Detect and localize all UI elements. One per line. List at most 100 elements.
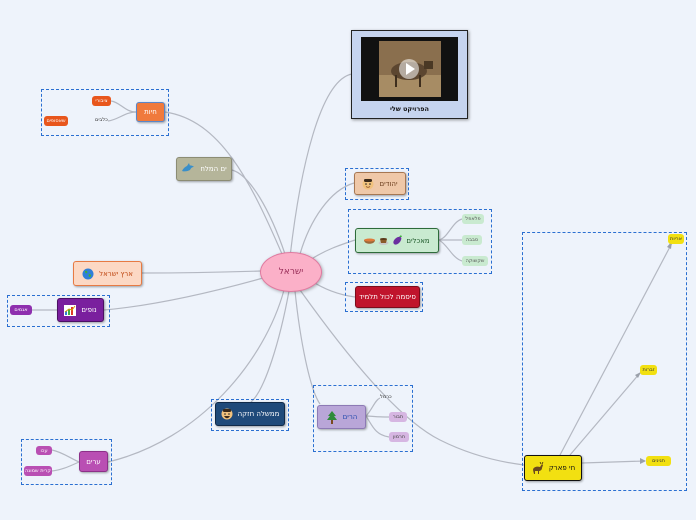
- park-child-1-label: אריות: [670, 236, 682, 242]
- mountains-child-2[interactable]: תבור: [389, 412, 407, 422]
- coffee-icon: [378, 238, 389, 245]
- government-label: ממשלה חזקה: [237, 410, 280, 418]
- link-central-land: [141, 270, 262, 274]
- arrowhead-park-3: [640, 458, 646, 464]
- park-child-2-label: זברות: [642, 367, 655, 373]
- group-animals: [41, 89, 169, 136]
- group-jews: [345, 168, 409, 200]
- mountains-child-1[interactable]: כרמל: [380, 394, 392, 400]
- park-child-3-label: תנינים: [652, 458, 665, 464]
- mountains-label: הרים: [342, 413, 358, 421]
- central-label: ישראל: [278, 267, 304, 277]
- land-node[interactable]: ארץ ישראל: [73, 261, 142, 286]
- link-central-government: [250, 290, 290, 403]
- park-node[interactable]: חי פארק: [524, 455, 582, 481]
- link-central-cities: [107, 289, 285, 463]
- group-note: [345, 282, 423, 312]
- tree-icon: [326, 410, 337, 424]
- note-node[interactable]: סיסמה לכול תלמיד: [355, 286, 420, 308]
- cities-child-1-label: עכו: [40, 447, 48, 454]
- views-node[interactable]: נופים: [57, 298, 104, 322]
- link-central-animals: [164, 111, 283, 255]
- animals-child-3[interactable]: שאסופים: [44, 116, 68, 126]
- government-node[interactable]: ממשלה חזקה: [215, 402, 285, 426]
- group-park: [522, 232, 687, 491]
- link-mountains-child1: [365, 397, 381, 417]
- video-thumbnail[interactable]: [361, 37, 458, 101]
- cities-child-2[interactable]: קרית שמונה: [24, 466, 52, 476]
- group-cities: [21, 439, 112, 485]
- sea-label: ים המלח: [200, 165, 227, 173]
- jews-label: יהודים: [379, 179, 398, 188]
- foods-child-3-label: שקשוקה: [465, 258, 485, 264]
- mountains-child-2-label: תבור: [392, 414, 404, 420]
- dolphin-icon: [182, 163, 195, 172]
- park-child-3[interactable]: תנינים: [646, 456, 671, 466]
- link-foods-child1: [438, 218, 463, 241]
- animals-node[interactable]: חיות: [136, 102, 165, 122]
- link-central-jews: [299, 182, 355, 255]
- link-mountains-child2: [365, 415, 390, 418]
- central-node[interactable]: ישראל: [260, 252, 322, 292]
- play-icon[interactable]: [398, 58, 420, 80]
- face-icon: [362, 178, 374, 189]
- sea-node[interactable]: ים המלח: [176, 157, 232, 181]
- park-label: חי פארק: [548, 464, 576, 472]
- foods-child-2[interactable]: סבבה: [462, 235, 482, 245]
- views-label: נופים: [81, 306, 97, 314]
- chart-icon: [64, 304, 77, 316]
- link-cities-child2: [51, 461, 80, 472]
- foods-label: מאכלים: [406, 236, 430, 245]
- video-caption: הפרויקט שלי: [389, 105, 430, 113]
- group-government: [211, 399, 289, 431]
- views-child-1[interactable]: אגמים: [10, 305, 32, 315]
- eggplant-icon: [393, 235, 403, 245]
- park-child-1[interactable]: אריות: [668, 234, 684, 244]
- link-central-park: [299, 289, 525, 466]
- mountains-node[interactable]: הרים: [317, 405, 366, 429]
- link-foods-child3: [438, 239, 463, 262]
- mountains-child-1-label: כרמל: [380, 394, 392, 400]
- link-park-child1: [559, 242, 673, 456]
- video-node[interactable]: הפרויקט שלי: [351, 30, 468, 119]
- cities-label: ערים: [86, 457, 101, 466]
- animals-child-3-label: שאסופים: [46, 118, 66, 124]
- group-foods: [348, 209, 492, 274]
- link-park-child2: [569, 372, 641, 456]
- cities-child-2-label: קרית שמונה: [25, 468, 51, 474]
- animals-child-1[interactable]: ציבורי: [92, 96, 111, 106]
- globe-icon: [82, 268, 94, 279]
- animals-child-2[interactable]: כלבים: [95, 117, 108, 123]
- jews-node[interactable]: יהודים: [354, 172, 406, 195]
- foods-child-2-label: סבבה: [465, 237, 479, 243]
- mountains-child-3-label: חרמון: [392, 434, 406, 440]
- land-label: ארץ ישראל: [99, 269, 133, 278]
- animals-child-1-label: ציבורי: [95, 98, 108, 104]
- cities-node[interactable]: ערים: [79, 451, 108, 472]
- link-cities-child1: [51, 449, 80, 463]
- foods-node[interactable]: מאכלים: [355, 228, 439, 253]
- foods-child-1-label: פלאפל: [465, 216, 481, 222]
- park-child-2[interactable]: זברות: [640, 365, 657, 375]
- person-icon: [221, 408, 233, 420]
- mountains-child-3[interactable]: חרמון: [389, 432, 409, 442]
- note-label: סיסמה לכול תלמיד: [359, 293, 416, 301]
- foods-child-3[interactable]: שקשוקה: [462, 256, 488, 266]
- link-animals-child2: [107, 111, 137, 122]
- views-child-1-label: אגמים: [14, 307, 28, 313]
- foods-child-1[interactable]: פלאפל: [462, 214, 484, 224]
- link-mountains-child3: [365, 415, 390, 438]
- link-central-views: [103, 277, 264, 311]
- arrowhead-park-2: [635, 372, 641, 378]
- link-central-sea: [231, 169, 286, 255]
- cities-child-1[interactable]: עכו: [36, 446, 52, 455]
- animals-child-2-label: כלבים: [95, 117, 108, 123]
- animals-label: חיות: [144, 108, 157, 116]
- bowl-icon: [364, 238, 376, 244]
- link-central-mountains: [294, 290, 321, 405]
- link-central-video: [289, 73, 353, 258]
- antelope-icon: [532, 462, 544, 474]
- link-park-child3: [581, 460, 646, 464]
- group-views: [7, 295, 110, 327]
